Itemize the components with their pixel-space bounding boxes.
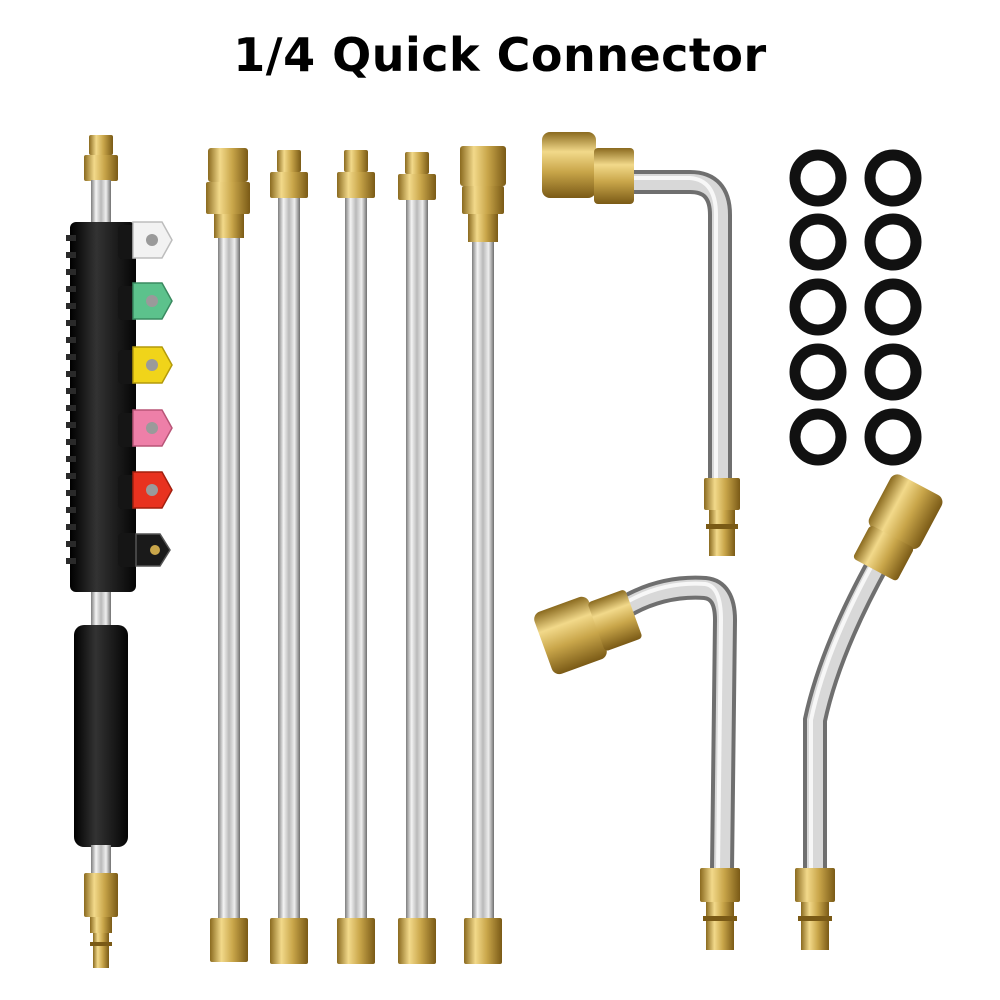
o-ring bbox=[864, 343, 922, 401]
o-ring bbox=[789, 149, 847, 207]
black-soap-nozzle-tip bbox=[135, 533, 171, 567]
straight-extension-5 bbox=[460, 146, 506, 964]
o-rings bbox=[789, 149, 922, 466]
straight-extension-2 bbox=[270, 150, 308, 964]
straight-extension-4 bbox=[398, 152, 436, 964]
yellow-nozzle-tip bbox=[132, 346, 173, 384]
o-ring bbox=[864, 278, 922, 336]
straight-extension-3 bbox=[337, 150, 375, 964]
white-nozzle-tip bbox=[132, 221, 173, 259]
o-ring bbox=[864, 408, 922, 466]
page-title: 1/4 Quick Connector bbox=[233, 28, 767, 82]
lance-with-nozzle-holder bbox=[66, 135, 173, 968]
o-ring bbox=[789, 213, 847, 271]
o-ring bbox=[789, 343, 847, 401]
pink-nozzle-tip bbox=[132, 409, 173, 447]
green-nozzle-tip bbox=[132, 282, 173, 320]
rubber-grip bbox=[74, 625, 128, 847]
holder-ribs bbox=[66, 235, 76, 564]
curved-wand-120-degree bbox=[534, 575, 740, 950]
straight-extension-1 bbox=[206, 148, 250, 962]
curved-wand-30-degree bbox=[795, 474, 943, 950]
o-ring bbox=[864, 213, 922, 271]
curved-wand-90-degree bbox=[542, 132, 740, 556]
o-ring bbox=[789, 408, 847, 466]
o-ring bbox=[789, 278, 847, 336]
o-ring bbox=[864, 149, 922, 207]
red-nozzle-tip bbox=[132, 471, 173, 509]
